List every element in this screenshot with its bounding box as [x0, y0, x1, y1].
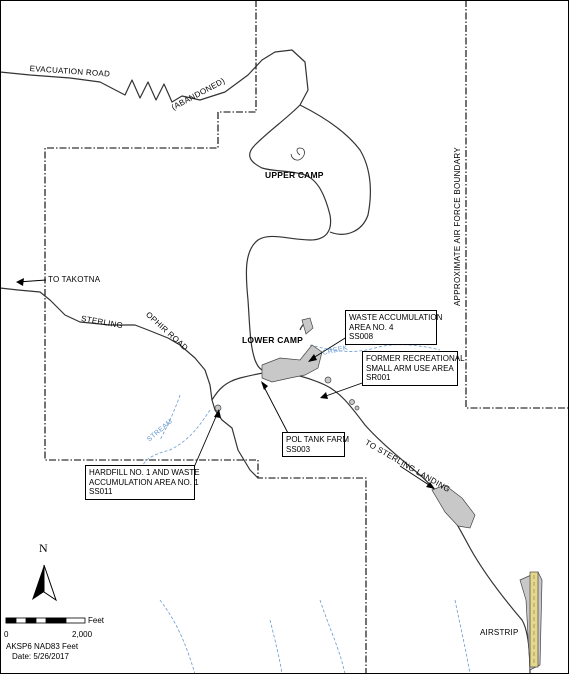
callout-line: SS011 [89, 487, 113, 496]
scale-max-label: 2,000 [72, 630, 93, 639]
callout-line: FORMER RECREATIONAL [366, 354, 465, 363]
callout-line: HARDFILL NO. 1 AND WASTE [89, 468, 200, 477]
airstrip-runway [529, 571, 539, 668]
callout-hardfill-1: HARDFILL NO. 1 AND WASTE ACCUMULATION AR… [85, 465, 200, 500]
callout-line: AREA NO. 4 [349, 322, 394, 332]
callout-line: POL TANK FARM [286, 435, 349, 444]
scale-unit-label: Feet [88, 616, 105, 625]
upper-camp-label: UPPER CAMP [265, 170, 324, 180]
streams [139, 344, 471, 674]
projection-label: AKSP6 NAD83 Feet [6, 642, 79, 651]
callout-line: ACCUMULATION AREA NO. 1 [89, 477, 199, 487]
to-takotna-label: TO TAKOTNA [48, 275, 101, 284]
date-label: Date: 5/26/2017 [12, 652, 69, 661]
callout-pol-tank-farm: POL TANK FARM SS003 [282, 432, 349, 457]
lower-camp-label: LOWER CAMP [242, 335, 304, 345]
callout-line: WASTE ACCUMULATION [349, 313, 443, 322]
callout-line: SR001 [366, 373, 391, 382]
arrowheads [16, 278, 435, 489]
north-label: N [39, 541, 48, 555]
boundary-label: APPROXIMATE AIR FORCE BOUNDARY [453, 147, 462, 306]
callout-line: SS008 [349, 332, 374, 341]
callout-line: SS003 [286, 444, 311, 454]
airstrip-label: AIRSTRIP [480, 628, 519, 637]
callout-small-arms-range: FORMER RECREATIONAL SMALL ARM USE AREA S… [362, 351, 465, 386]
callout-line: SMALL ARM USE AREA [366, 363, 454, 373]
air-force-boundary [44, 0, 569, 674]
callout-waste-accumulation-4: WASTE ACCUMULATION AREA NO. 4 SS008 [345, 310, 443, 345]
scale-zero-label: 0 [4, 630, 9, 639]
upper-camp-swirl [290, 147, 305, 161]
north-arrow [32, 564, 57, 602]
scale-bar [5, 617, 86, 624]
